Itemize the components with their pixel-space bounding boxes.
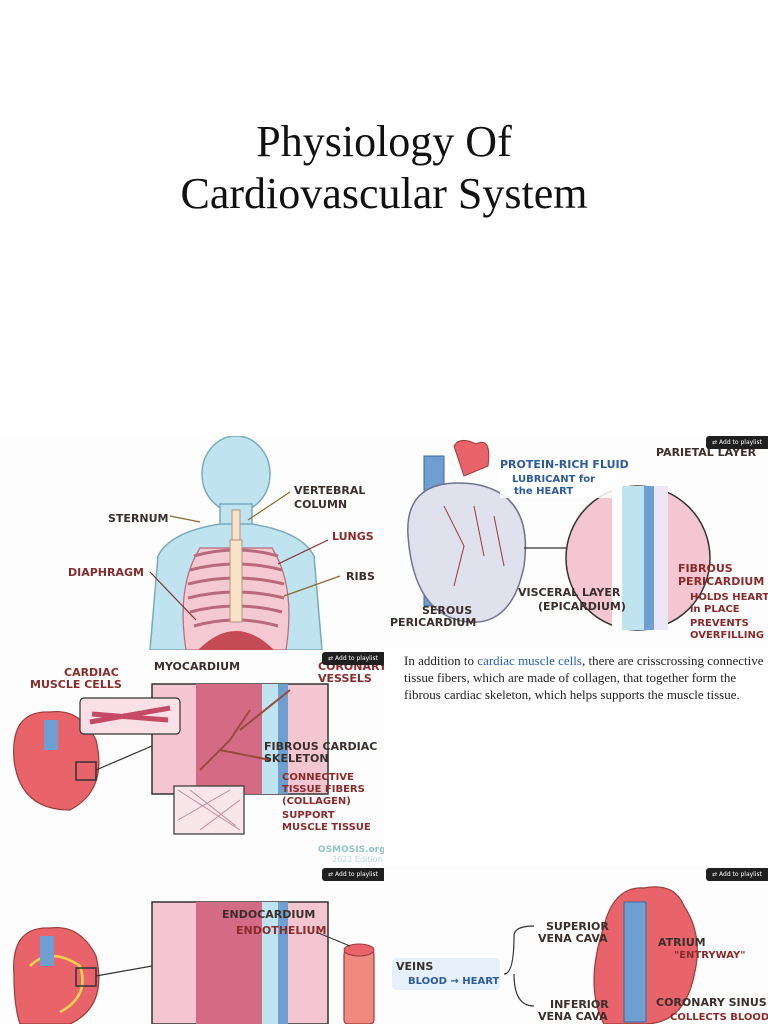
torso-illustration: VERTEBRAL COLUMN STERNUM LUNGS DIAPHRAGM… bbox=[68, 436, 375, 650]
label-fibrous: FIBROUS bbox=[678, 562, 733, 575]
add-to-playlist-button[interactable]: ⇄ Add to playlist bbox=[706, 436, 768, 449]
osmosis-watermark: OSMOSIS.org bbox=[318, 845, 384, 855]
label-endothelium: ENDOTHELIUM bbox=[236, 924, 326, 937]
label-connective: CONNECTIVE bbox=[282, 772, 354, 783]
pericardium-image: ⇄ Add to playlist PROTEIN-RICH FLUID LUB… bbox=[384, 436, 768, 650]
label-vena-cava-2: VENA CAVA bbox=[538, 1010, 608, 1023]
label-cardiac: CARDIAC bbox=[64, 666, 119, 679]
label-blood-heart: BLOOD → HEART bbox=[408, 976, 499, 987]
label-collects-blood: COLLECTS BLOOD bbox=[670, 1012, 768, 1023]
label-collagen: (COLLAGEN) bbox=[282, 796, 351, 807]
playlist-icon: ⇄ bbox=[328, 655, 336, 662]
label-parietal: PARIETAL LAYER bbox=[656, 446, 757, 459]
veins-illustration: VEINS BLOOD → HEART SUPERIOR VENA CAVA I… bbox=[392, 886, 768, 1024]
label-lubricant: LUBRICANT for bbox=[512, 474, 595, 485]
label-holds: HOLDS HEART bbox=[690, 592, 768, 603]
label-muscle-cells: MUSCLE CELLS bbox=[30, 678, 122, 691]
endocardium-image: ⇄ Add to playlist ENDOCARDIUM ENDOTHELIU… bbox=[0, 866, 384, 1024]
label-inferior: INFERIOR bbox=[550, 998, 609, 1011]
playlist-icon: ⇄ bbox=[328, 871, 336, 878]
label-column: COLUMN bbox=[294, 498, 347, 511]
label-pericardium: PERICARDIUM bbox=[678, 575, 764, 588]
title-line-2: Cardiovascular System bbox=[180, 169, 588, 218]
veins-image: ⇄ Add to playlist VEINS BLOOD → HEART SU… bbox=[384, 866, 768, 1024]
title-line-1: Physiology Of bbox=[256, 117, 512, 166]
label-fibrous-cardiac: FIBROUS CARDIAC bbox=[264, 740, 377, 753]
label-tissue-fibers: TISSUE FIBERS bbox=[282, 784, 365, 795]
label-visceral: VISCERAL LAYER bbox=[518, 586, 621, 599]
label-overfilling: OVERFILLING bbox=[690, 630, 764, 641]
myocardium-illustration: CARDIAC MUSCLE CELLS MYOCARDIUM CORONARY… bbox=[13, 660, 384, 864]
label-serous: SEROUS bbox=[422, 604, 472, 617]
label-vertebral: VERTEBRAL bbox=[294, 484, 365, 497]
label-sternum: STERNUM bbox=[108, 512, 169, 525]
caption-text: In addition to cardiac muscle cells, the… bbox=[404, 653, 764, 702]
label-muscle-tissue: MUSCLE TISSUE bbox=[282, 822, 371, 833]
add-to-playlist-button[interactable]: ⇄ Add to playlist bbox=[322, 868, 384, 881]
label-vessels: VESSELS bbox=[318, 672, 372, 685]
edition-watermark: 2022 Edition bbox=[332, 855, 383, 864]
label-protein-fluid: PROTEIN-RICH FLUID bbox=[500, 458, 629, 471]
label-diaphragm: DIAPHRAGM bbox=[68, 566, 144, 579]
label-vena-cava: VENA CAVA bbox=[538, 932, 608, 945]
page-title: Physiology Of Cardiovascular System bbox=[0, 116, 768, 220]
label-endocardium: ENDOCARDIUM bbox=[222, 908, 315, 921]
cardiac-muscle-cells-link[interactable]: cardiac muscle cells bbox=[477, 653, 582, 668]
label-serous-pericardium: PERICARDIUM bbox=[390, 616, 476, 629]
endocardium-illustration: ENDOCARDIUM ENDOTHELIUM bbox=[13, 901, 375, 1024]
label-skeleton: SKELETON bbox=[264, 752, 329, 765]
myocardium-image: ⇄ Add to playlist CARDIAC MUSCLE CELLS M… bbox=[0, 650, 384, 866]
label-ribs: RIBS bbox=[346, 570, 375, 583]
label-prevents: PREVENTS bbox=[690, 618, 749, 629]
label-superior: SUPERIOR bbox=[546, 920, 609, 933]
label-the-heart: the HEART bbox=[514, 486, 573, 497]
playlist-icon: ⇄ bbox=[712, 439, 720, 446]
label-epicardium: (EPICARDIUM) bbox=[538, 600, 626, 613]
add-to-playlist-button[interactable]: ⇄ Add to playlist bbox=[322, 652, 384, 665]
add-to-playlist-button[interactable]: ⇄ Add to playlist bbox=[706, 868, 768, 881]
torso-anatomy-image: VERTEBRAL COLUMN STERNUM LUNGS DIAPHRAGM… bbox=[0, 436, 384, 650]
label-support: SUPPORT bbox=[282, 810, 335, 821]
label-veins: VEINS bbox=[396, 960, 433, 973]
label-lungs: LUNGS bbox=[332, 530, 374, 543]
pericardium-illustration: PROTEIN-RICH FLUID LUBRICANT for the HEA… bbox=[390, 440, 768, 641]
label-myocardium: MYOCARDIUM bbox=[154, 660, 240, 673]
label-coronary-sinus: CORONARY SINUS bbox=[656, 996, 767, 1009]
label-in-place: in PLACE bbox=[690, 604, 740, 615]
playlist-icon: ⇄ bbox=[712, 871, 720, 878]
label-atrium: ATRIUM bbox=[658, 936, 706, 949]
label-entryway: "ENTRYWAY" bbox=[674, 950, 745, 961]
